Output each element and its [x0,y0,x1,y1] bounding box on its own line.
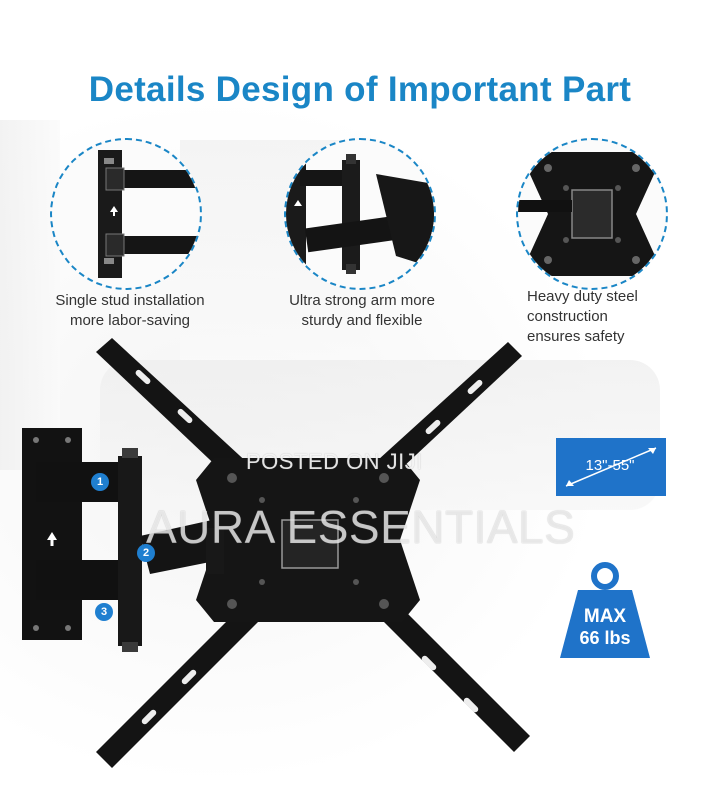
size-range-label: 13"-55" [585,457,635,474]
watermark-brand: AURA ESSENTIALS [146,501,576,553]
callout-number: 3 [95,603,113,621]
page-title: Details Design of Important Part [88,70,632,109]
detail-circle-plate [516,138,668,290]
size-range-badge [556,438,666,496]
callout-number: 1 [91,473,109,491]
caption-line: ensures safety [527,328,625,345]
caption-line: Ultra strong arm more [289,292,435,309]
tv-mount-illustration [22,338,530,768]
caption-line: sturdy and flexible [301,312,423,329]
caption-line: construction [527,308,608,325]
wall-plate-detail-icon [98,150,200,278]
detail-circle-arm [284,138,436,290]
max-weight-icon [560,562,650,658]
arm-detail-icon [286,154,434,274]
watermark-posted: POSTED ON JIJI [246,449,423,474]
caption-line: more labor-saving [69,312,191,329]
caption-wall-plate: Single stud installation more labor-savi… [30,291,230,331]
caption-line: Single stud installation [55,292,205,309]
max-weight-label: MAX [583,606,627,627]
caption-arm: Ultra strong arm more sturdy and flexibl… [262,291,462,331]
background-curtain [0,120,60,470]
max-weight-value: 66 lbs [579,628,631,648]
caption-line: Heavy duty steel [527,288,638,305]
plate-detail-icon [518,152,656,276]
detail-circle-wall-plate [50,138,202,290]
callout-number: 2 [137,544,155,562]
caption-steel: Heavy duty steel construction ensures sa… [527,287,687,347]
